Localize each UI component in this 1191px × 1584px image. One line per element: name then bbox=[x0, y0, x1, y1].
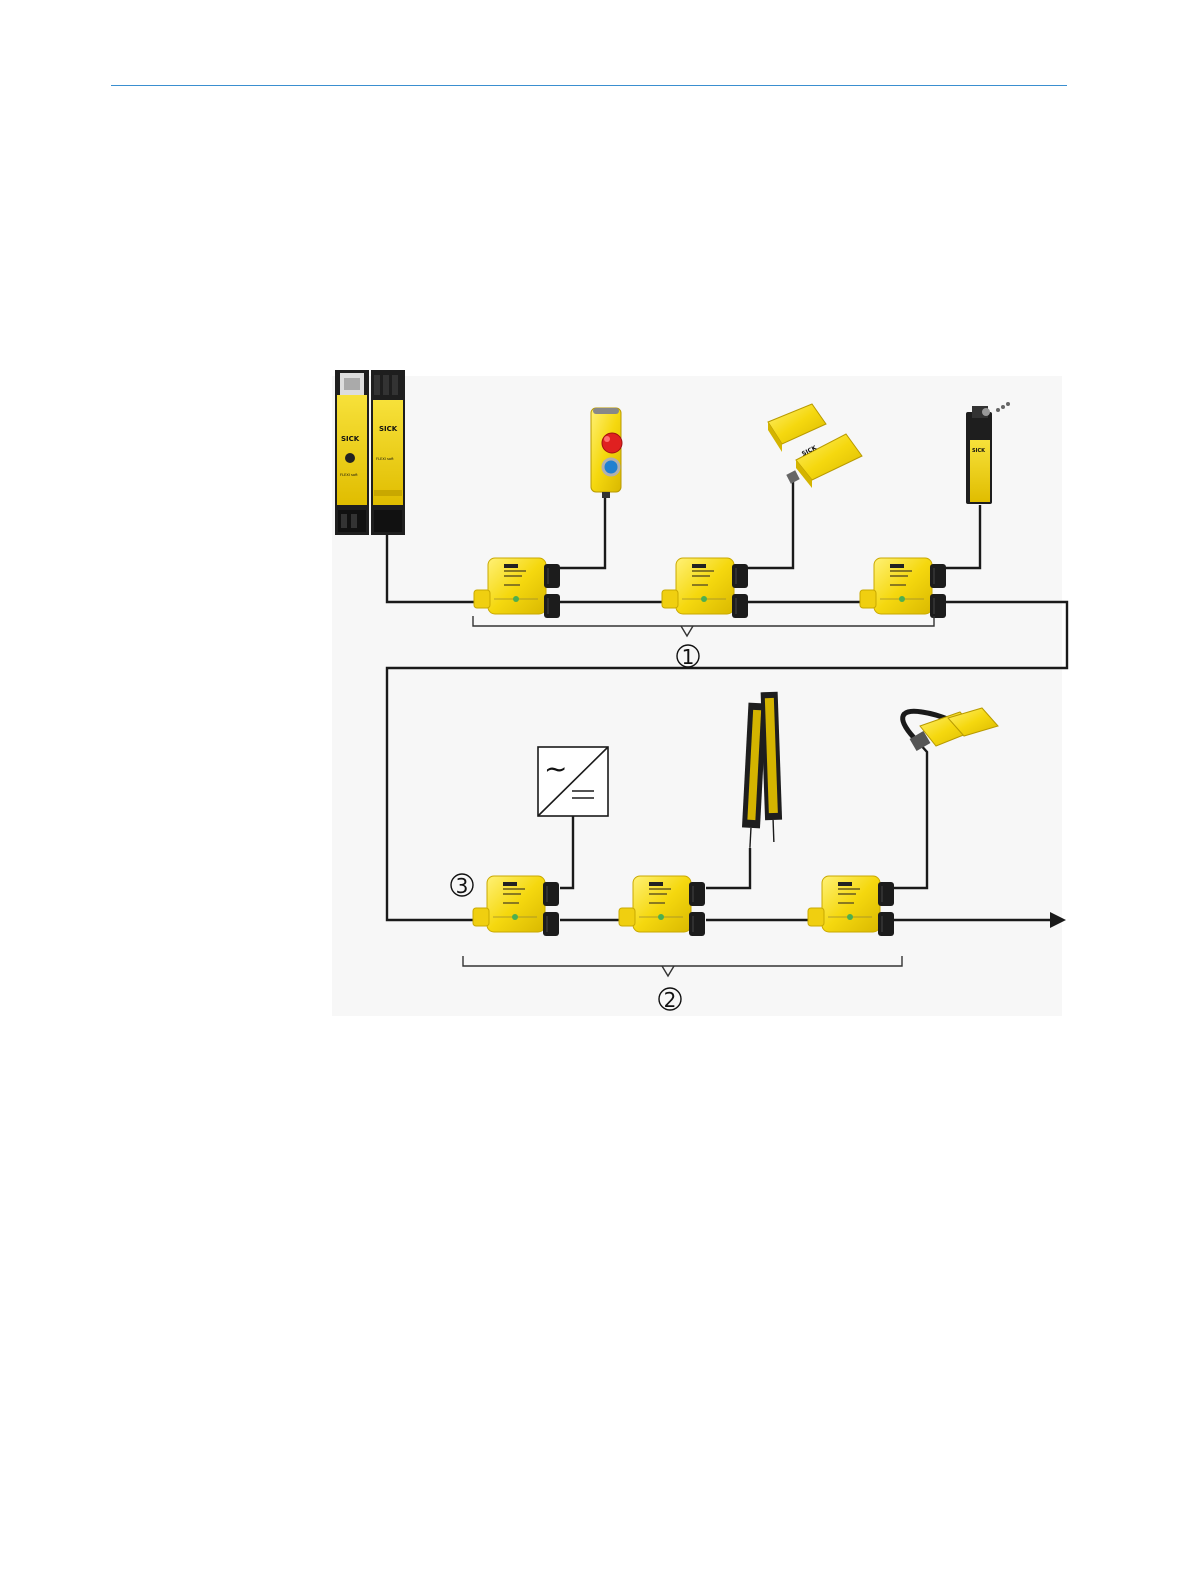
emergency-stop-button-icon bbox=[602, 433, 622, 453]
callout-3: 3 bbox=[456, 874, 469, 898]
power-supply: ~ bbox=[538, 747, 608, 816]
lock-logo: SICK bbox=[972, 448, 986, 454]
controller-logo-2: SICK bbox=[379, 425, 398, 433]
callout-1: 1 bbox=[682, 645, 695, 669]
controller-module-main: SICK FLEXI soft bbox=[335, 370, 369, 535]
callout-2: 2 bbox=[664, 988, 677, 1012]
controller-module-label-2: FLEXI soft bbox=[376, 457, 394, 461]
controller-module-io: SICK FLEXI soft bbox=[371, 370, 405, 535]
ac-icon: ~ bbox=[544, 752, 567, 785]
controller-logo-1: SICK bbox=[341, 435, 360, 443]
emergency-stop-box bbox=[591, 408, 622, 498]
controller-module-label-1: FLEXI soft bbox=[340, 473, 358, 477]
reset-button-icon bbox=[603, 459, 619, 475]
